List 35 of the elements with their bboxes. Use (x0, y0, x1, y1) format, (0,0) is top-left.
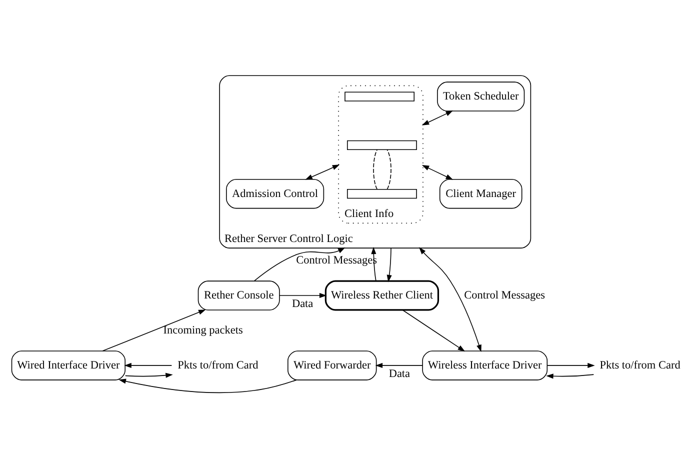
arrow (375, 362, 423, 368)
arrow (546, 362, 595, 368)
connector (373, 149, 378, 190)
arrow (279, 292, 327, 298)
node-box: Wired Interface Driver (11, 350, 126, 380)
node-box: Wireless Interface Driver (422, 350, 548, 380)
arrow (102, 310, 206, 352)
arrow (124, 362, 172, 368)
edge-label: Incoming packets (163, 324, 243, 336)
cluster: Client Info (338, 85, 424, 224)
edge-label: Control Messages (464, 289, 546, 302)
node-box: Wired Forwarder (288, 350, 377, 380)
edge-label: Data (388, 368, 410, 380)
node-box: Client Manager (439, 178, 522, 209)
node-box: Admission Control (226, 178, 324, 209)
node-box: Token Scheduler (437, 82, 525, 112)
arrow (546, 374, 594, 379)
node-box: Rether Console (198, 280, 280, 310)
node-box: Wireless Rether Client (324, 280, 440, 311)
node-bar (346, 140, 417, 150)
arrow (118, 378, 297, 393)
arrow (124, 372, 173, 378)
arrow (254, 248, 346, 282)
connector (386, 149, 392, 190)
arrow (422, 164, 454, 180)
node-text: Pkts to/from Card (178, 359, 258, 372)
node-bar (346, 189, 417, 199)
arrow (418, 247, 482, 352)
arrow (402, 310, 466, 352)
edge-label: Data (292, 298, 314, 310)
node-text: Pkts to/from Card (600, 359, 680, 372)
arrow (305, 164, 340, 180)
arrow (422, 110, 454, 126)
arrow (386, 248, 392, 282)
node-bar (344, 92, 415, 102)
